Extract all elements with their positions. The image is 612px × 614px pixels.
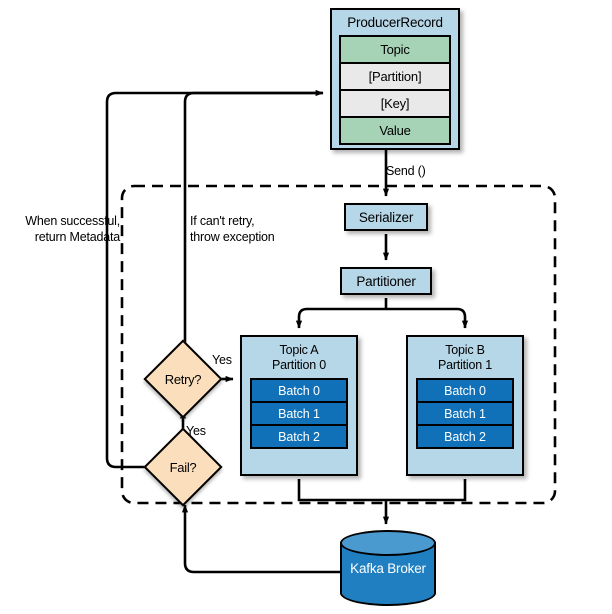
wire-success-return	[105, 89, 324, 469]
cylinder-top-ellipse	[340, 530, 436, 556]
topic-a-batch-0: Batch 0	[252, 380, 346, 401]
fail-decision-diamond: Fail?	[143, 427, 223, 507]
kafka-broker-label: Kafka Broker	[350, 560, 426, 576]
producer-record-title: ProducerRecord	[347, 15, 443, 30]
topic-a-batch-2: Batch 2	[252, 426, 346, 447]
producer-boundary-dashed	[120, 184, 557, 505]
wire-broker-to-fail	[181, 504, 340, 574]
topic-b-title: Topic B Partition 1	[438, 343, 492, 373]
wire-topic-b-out	[386, 479, 467, 502]
kafka-broker-cylinder: Kafka Broker	[340, 530, 436, 606]
wire-partitioner-topic-a	[295, 307, 386, 329]
cylinder-seam-mask	[342, 574, 434, 586]
retry-yes-label: Yes	[212, 353, 232, 367]
retry-diamond-shape	[143, 339, 223, 419]
topic-a-title: Topic A Partition 0	[272, 343, 326, 373]
topic-a-partition: Partition 0	[271, 358, 327, 372]
producer-record-field-value: Value	[341, 118, 449, 143]
topic-a-batches: Batch 0 Batch 1 Batch 2	[250, 378, 348, 449]
send-call-label: Send ()	[386, 164, 426, 178]
throw-exception-annotation: If can't retry,throw exception	[190, 214, 275, 244]
serializer-box: Serializer	[344, 203, 428, 231]
cylinder-shape: Kafka Broker	[340, 530, 436, 606]
topic-a-name: Topic A	[279, 343, 319, 357]
topic-a-partition-0-box: Topic A Partition 0 Batch 0 Batch 1 Batc…	[240, 335, 358, 476]
fail-yes-label: Yes	[186, 424, 206, 438]
success-metadata-annotation: When successful,return Metadata	[25, 214, 120, 244]
wire-exception-return	[183, 91, 323, 345]
producer-record-fields: Topic [Partition] [Key] Value	[339, 35, 451, 145]
producer-record-box: ProducerRecord Topic [Partition] [Key] V…	[330, 8, 460, 150]
topic-b-batch-2: Batch 2	[418, 426, 512, 447]
topic-b-partition-1-box: Topic B Partition 1 Batch 0 Batch 1 Batc…	[406, 335, 524, 476]
topic-b-partition: Partition 1	[437, 358, 493, 372]
fail-diamond-shape	[143, 427, 223, 507]
topic-b-batch-0: Batch 0	[418, 380, 512, 401]
wire-topic-a-out	[297, 479, 386, 502]
topic-b-batch-1: Batch 1	[418, 403, 512, 424]
topic-a-batch-1: Batch 1	[252, 403, 346, 424]
topic-b-name: Topic B	[445, 343, 485, 357]
producer-record-field-key: [Key]	[341, 91, 449, 116]
producer-record-field-partition: [Partition]	[341, 64, 449, 89]
producer-record-field-topic: Topic	[341, 37, 449, 62]
wire-partitioner-topic-b	[386, 307, 469, 329]
partitioner-box: Partitioner	[340, 267, 432, 295]
retry-decision-diamond: Retry?	[143, 339, 223, 419]
topic-b-batches: Batch 0 Batch 1 Batch 2	[416, 378, 514, 449]
